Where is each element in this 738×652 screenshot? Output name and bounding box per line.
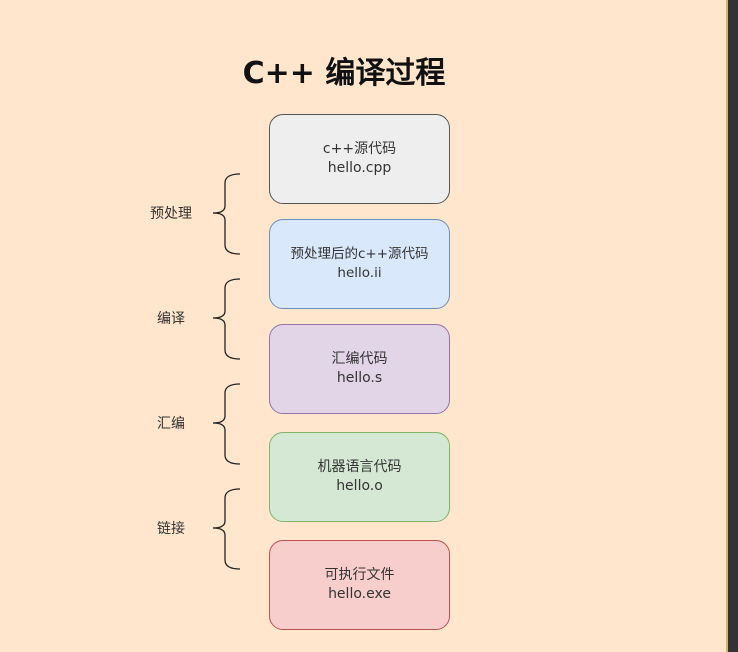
node-label: 汇编代码 [331, 351, 388, 367]
node-source-code[interactable]: c++源代码 hello.cpp [269, 114, 450, 204]
node-label: c++源代码 [322, 141, 397, 157]
node-preprocessed-code[interactable]: 预处理后的c++源代码 hello.ii [269, 219, 450, 309]
stage-label-compile: 编译 [157, 311, 185, 327]
node-executable[interactable]: 可执行文件 hello.exe [269, 540, 450, 630]
node-filename: hello.cpp [327, 160, 392, 176]
brace-compile [212, 278, 241, 360]
node-filename: hello.ii [337, 265, 382, 281]
node-machine-code[interactable]: 机器语言代码 hello.o [269, 432, 450, 522]
editor-background [728, 0, 738, 652]
node-label: 可执行文件 [324, 567, 395, 583]
node-label: 预处理后的c++源代码 [290, 246, 429, 262]
brace-preprocess [212, 173, 241, 255]
node-label: 机器语言代码 [317, 459, 402, 475]
stage-label-link: 链接 [157, 521, 185, 537]
node-filename: hello.o [336, 478, 383, 494]
node-assembly-code[interactable]: 汇编代码 hello.s [269, 324, 450, 414]
stage-label-assemble: 汇编 [157, 416, 185, 432]
canvas-border [726, 0, 728, 652]
diagram-title: C++ 编译过程 [242, 56, 446, 91]
brace-assemble [212, 383, 241, 465]
node-filename: hello.exe [328, 586, 391, 602]
stage-label-preprocess: 预处理 [150, 206, 192, 222]
brace-link [212, 488, 241, 570]
node-filename: hello.s [336, 370, 383, 386]
